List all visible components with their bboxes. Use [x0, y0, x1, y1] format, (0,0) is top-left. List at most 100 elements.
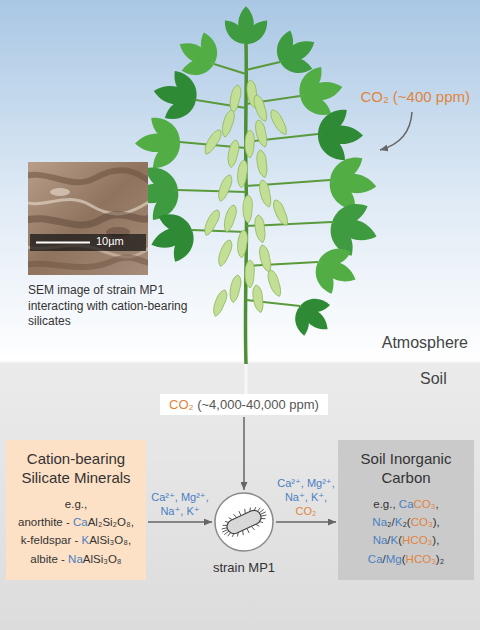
pod	[202, 208, 222, 237]
petiole	[246, 180, 330, 186]
pod	[216, 173, 234, 203]
cell-body	[225, 508, 264, 536]
chem-symbol: K	[311, 491, 318, 503]
chem-symbol: K	[82, 534, 90, 546]
connector-arrow	[276, 521, 336, 523]
sem-texture	[28, 258, 148, 267]
chem-symbol: Ca	[277, 477, 291, 489]
ion-label: Ca²⁺, Mg²⁺, Na⁺, K⁺	[147, 491, 213, 519]
mineral-box: Cation-bearing Silicate Minerals e.g.,ano…	[6, 440, 146, 580]
chem-symbol: Mg	[181, 491, 196, 503]
pod	[251, 94, 269, 124]
chem-symbol: HCO₃	[402, 534, 432, 546]
circle-outline	[215, 493, 273, 551]
soil-band	[0, 362, 480, 630]
box-heading: Cation-bearing Silicate Minerals	[12, 450, 140, 488]
root-stem	[245, 362, 248, 394]
ion-label: Ca²⁺, Mg²⁺, Na⁺, K⁺, CO₂	[273, 477, 339, 518]
chem-symbol: K	[395, 516, 403, 528]
pod	[211, 288, 229, 318]
chem-symbol: Ca	[368, 553, 383, 565]
chem-symbol: Ca	[73, 516, 88, 528]
leaf-cluster	[301, 234, 368, 306]
pod	[253, 119, 269, 148]
sky-band	[0, 0, 480, 362]
pod	[216, 238, 234, 268]
petiole	[246, 62, 280, 70]
gas-concentration: CO₂ (~400 ppm)	[360, 88, 470, 105]
bacterium-figure	[214, 492, 274, 552]
bacterium-cell	[217, 501, 271, 543]
leaf-cluster	[311, 102, 364, 166]
strain-label: strain MP1	[213, 560, 275, 575]
pod	[245, 260, 254, 288]
pod	[257, 244, 273, 273]
pod	[202, 128, 224, 157]
sem-texture	[28, 170, 148, 185]
petiole	[178, 190, 246, 192]
gas-box: CO₂ (~4,000-40,000 ppm)	[160, 394, 328, 415]
formula-line: k-feldspar - KAlSi₃O₈,	[12, 531, 140, 549]
sem-texture	[28, 215, 148, 225]
soybean-pods	[202, 79, 291, 318]
formula-line: Na/K(HCO₃),	[344, 531, 468, 549]
sem-image	[28, 162, 148, 275]
pod	[255, 149, 269, 178]
sem-texture	[50, 188, 70, 196]
pod	[257, 179, 273, 208]
leaf-cluster	[280, 284, 343, 348]
chem-symbol: K	[186, 505, 193, 517]
co2-uptake-arrow	[380, 112, 412, 150]
pod	[222, 204, 238, 233]
pod	[228, 274, 242, 303]
petiole	[192, 230, 246, 232]
chem-symbol: CO₃	[414, 498, 436, 510]
chem-symbol: Na	[160, 505, 174, 517]
ground-line	[0, 361, 480, 363]
cilium	[239, 511, 241, 516]
pod	[268, 108, 290, 137]
cilium	[222, 530, 227, 533]
pod	[245, 130, 254, 158]
connector-arrow	[148, 521, 212, 523]
pod	[237, 160, 249, 189]
bacterium-circle: strain MP1	[214, 492, 274, 552]
chem-symbol: CO₃	[411, 516, 433, 528]
zone-label: Soil	[420, 370, 447, 388]
gas-label: CO₂ (~4,000-40,000 ppm)	[169, 397, 319, 412]
formula-line: albite - NaAlSi₃O₈	[12, 550, 140, 568]
petiole	[246, 262, 318, 266]
pod	[237, 230, 249, 259]
chem-symbol: HCO₃	[406, 553, 436, 565]
scale-label: 10µm	[96, 235, 124, 247]
image-caption: SEM image of strain MP1 interacting with…	[28, 283, 188, 330]
formula-line: e.g.,	[12, 495, 140, 513]
carbon-box: Soil Inorganic Carbone.g., CaCO₃,Na₂/K₂(…	[338, 440, 474, 580]
cilium	[260, 512, 265, 515]
pod	[243, 195, 252, 223]
plant-illustration	[127, 6, 386, 394]
formula-line: Ca/Mg(HCO₃)₂	[344, 550, 468, 568]
leaves	[127, 6, 386, 348]
chem-symbol: Na	[285, 491, 299, 503]
chem-symbol: CO₂	[169, 397, 194, 412]
chem-symbol: Mg	[307, 477, 322, 489]
chem-symbol: Ca	[151, 491, 165, 503]
pod	[253, 214, 267, 243]
connector-arrow	[243, 417, 245, 490]
chem-symbol: Na	[373, 534, 388, 546]
leaf-cluster	[141, 200, 207, 273]
chem-symbol: K	[391, 534, 399, 546]
pod	[226, 139, 240, 168]
pod	[220, 109, 236, 138]
sem-texture	[28, 198, 148, 214]
pod	[270, 198, 290, 227]
chem-symbol: Na	[68, 553, 83, 565]
chem-symbol: Na	[372, 516, 387, 528]
formula-line: Na₂/K₂(CO₃),	[344, 513, 468, 531]
formula-line: e.g., CaCO₃,	[344, 495, 468, 513]
scale-bar	[36, 242, 90, 244]
formula-line: anorthite - CaAl₂Si₂O₈,	[12, 513, 140, 531]
